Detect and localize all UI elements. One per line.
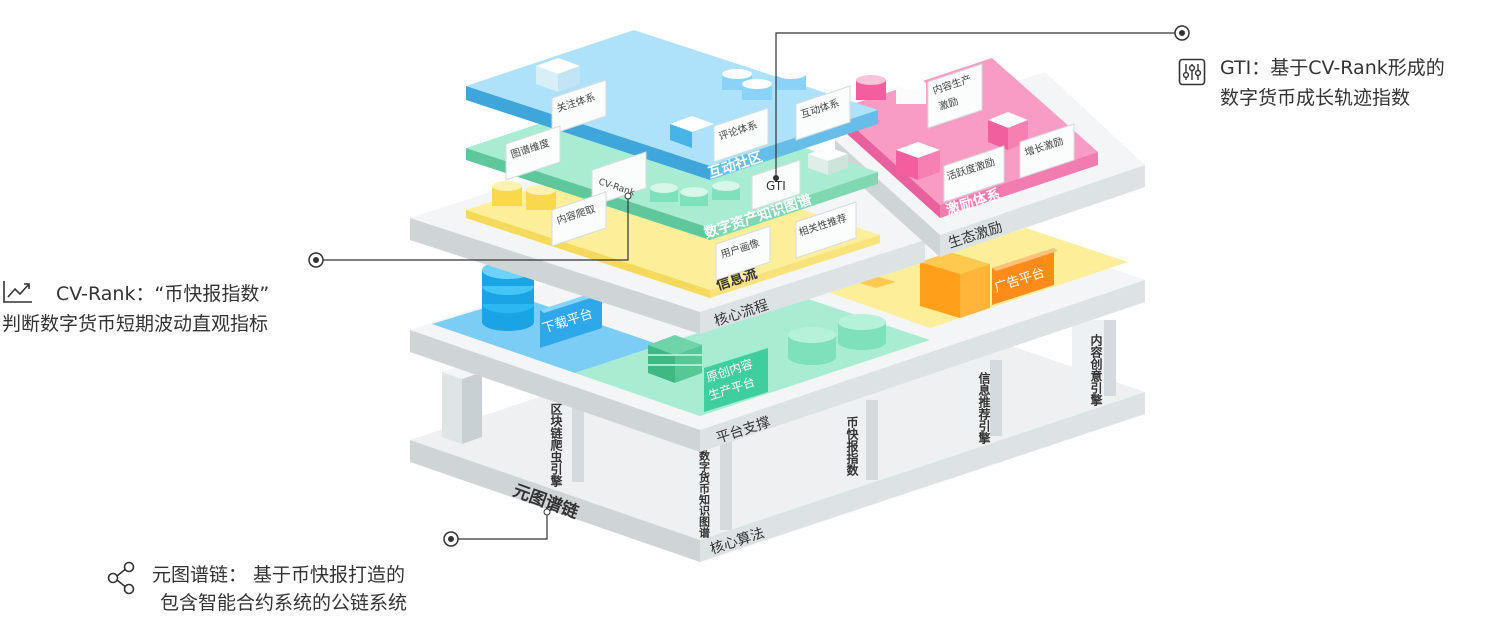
yellow-cylinder-icon [492,181,556,210]
tag-crawl: 内容爬取 [551,191,607,247]
dot-gti-anchor [773,175,779,181]
connector-cvrank [316,196,629,261]
trend-chart-icon [3,281,32,303]
pillar-index: 币快报指数 [834,400,878,480]
tag-interact: 互动体系 [795,85,851,141]
pillar-label-crawler: 区块链爬虫引擎 [549,403,563,488]
pillar-label-index: 币快报指数 [845,416,859,477]
connectors [316,32,1182,540]
callout-cvrank-line1: CV-Rank：“币快报指数” [56,283,270,305]
dot-chain-center [448,536,454,542]
tag-graph-dimension: 图谱维度 [505,125,561,181]
pillar-crawler: 区块链爬虫引擎 [540,390,584,488]
connector-gti [775,32,1182,178]
tag-label-gti: GTI [766,179,786,193]
tag-ad-platform: 广告平台 [992,248,1058,305]
server-stack-icon [442,365,482,444]
panel-original-content: 原创内容 生产平台 [575,298,930,416]
callout-gti-line2: 数字货币成长轨迹指数 [1220,87,1411,109]
pillars: 区块链爬虫引擎 数字货币知识图谱 币快报指数 信息推荐引擎 内容创意引擎 [442,320,1116,539]
floating-tags: 关注体系 评论体系 互动体系 图谱维度 CV-Rank GTI 内容爬取 用户 [505,63,1075,281]
sliders-icon [1178,58,1206,86]
tag-gti: GTI [751,159,801,211]
pillar-knowledge-graph: 数字货币知识图谱 [688,440,732,539]
dot-gti-center [1179,30,1185,36]
pillar-label-knowledge-graph: 数字货币知识图谱 [698,449,712,539]
dot-cvrank-anchor [624,192,632,200]
tag-user-profile: 用户画像 [715,225,771,281]
panel-ad-platform: 广告平台 [828,228,1128,328]
cylinder-icon [788,314,886,365]
pillar-label-recommend: 信息推荐引擎 [977,371,991,445]
orange-block-icon [856,252,990,318]
callout-gti-line1: GTI：基于CV-Rank形成的 [1220,57,1445,79]
tag-original-content: 原创内容 生产平台 [704,348,768,412]
callout-chain-line1: 元图谱链： 基于币快报打造的 [152,564,406,586]
callout-chain-line2: 包含智能合约系统的公链系统 [160,592,408,614]
dot-cvrank-center [313,257,319,263]
pink-block-icon [896,112,1028,180]
blue-block-icon [536,58,714,148]
tag-growth: 增长激励 [1019,123,1075,179]
callout-cvrank-line2: 判断数字货币短期波动直观指标 [2,313,269,335]
share-nodes-icon [107,561,135,595]
tag-download-platform: 下载平台 [540,290,606,348]
tag-content-production: 内容生产 激励 [927,63,983,129]
pillar-recommend: 信息推荐引擎 [958,360,1002,445]
pillar-label-creative: 内容创意引擎 [1089,333,1103,407]
green-cylinder-icon [650,181,740,206]
connector-dots [308,25,1190,547]
tag-comment: 评论体系 [713,107,769,163]
connector-chain [451,512,548,540]
pink-cylinder-icon [856,75,926,104]
stacked-block-icon [648,335,702,383]
pillar-creative: 内容创意引擎 [1072,320,1116,407]
tag-relevance: 相关性推荐 [795,201,857,259]
green-block-icon [808,147,848,175]
dot-chain-anchor [543,508,551,516]
blue-cylinder-icon [722,69,806,100]
tag-follow: 关注体系 [551,79,607,135]
